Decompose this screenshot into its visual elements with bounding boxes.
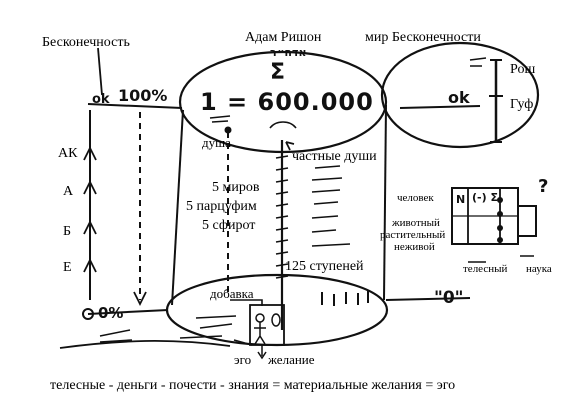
ok-right: ok [448,88,470,107]
label-bottom-line: телесные - деньги - почести - знания = м… [50,378,456,393]
label-5-sefirot: 5 сфирот [202,218,256,233]
label-addition: добавка [210,286,254,301]
infinity-pointer [97,47,103,96]
zero-right-line [385,297,471,301]
question-mark: ? [538,176,549,197]
sigma-symbol: Σ [270,60,286,85]
partial-souls-arrow [285,141,295,151]
label-rosh: Рош [510,62,536,77]
zero-quote-right: "0" [434,288,464,308]
rosh-guf-line [399,105,481,109]
label-a: А [63,184,74,199]
label-world-infinity: мир Бесконечности [365,30,481,45]
label-guf: Гуф [510,97,534,112]
label-science: наука [526,263,552,275]
ego-box [249,304,285,346]
label-infinity: Бесконечность [42,35,130,50]
label-soul: душа [202,135,231,150]
equation-text: 1 = 600.000 [200,88,374,116]
label-vegetative: растительный [380,229,446,241]
label-bodily: телесный [463,263,508,275]
bottom-ticks [321,291,369,306]
cylinder-left-side [171,109,184,306]
label-5-partzufim: 5 парцуфим [186,199,257,214]
addition-bracket [230,299,263,306]
soul-dot [224,126,232,134]
ok-left: ok [92,92,110,107]
label-ak: АК [58,146,78,161]
label-desire: желание [268,352,315,367]
world-infinity-ellipse [380,41,540,149]
bottom-ellipse [165,273,389,347]
label-125-steps: 125 ступеней [285,259,364,274]
label-ego: эго [234,352,252,367]
desires-baseline [59,340,231,349]
zero-percent: 0% [98,304,124,322]
label-e: Е [63,260,72,275]
top-level-line [87,103,183,109]
label-inanimate: неживой [394,241,435,253]
label-partial-souls: частные души [292,149,377,164]
label-5-worlds: 5 миров [212,180,260,195]
zero-level-line [87,309,169,315]
label-b: Б [63,224,72,239]
zero-dot [82,308,94,320]
table-cell-sigma: (-) Σ [472,191,498,204]
label-adam-rishon: Адам Ришон [245,30,322,45]
cylinder-right-side [383,104,387,301]
percent-100: 100% [118,86,168,105]
adam-hebrew-text: אדה״ר [270,46,307,59]
table-cell-n: N [456,193,466,206]
label-human: человек [397,192,434,204]
label-animal: животный [392,217,440,229]
